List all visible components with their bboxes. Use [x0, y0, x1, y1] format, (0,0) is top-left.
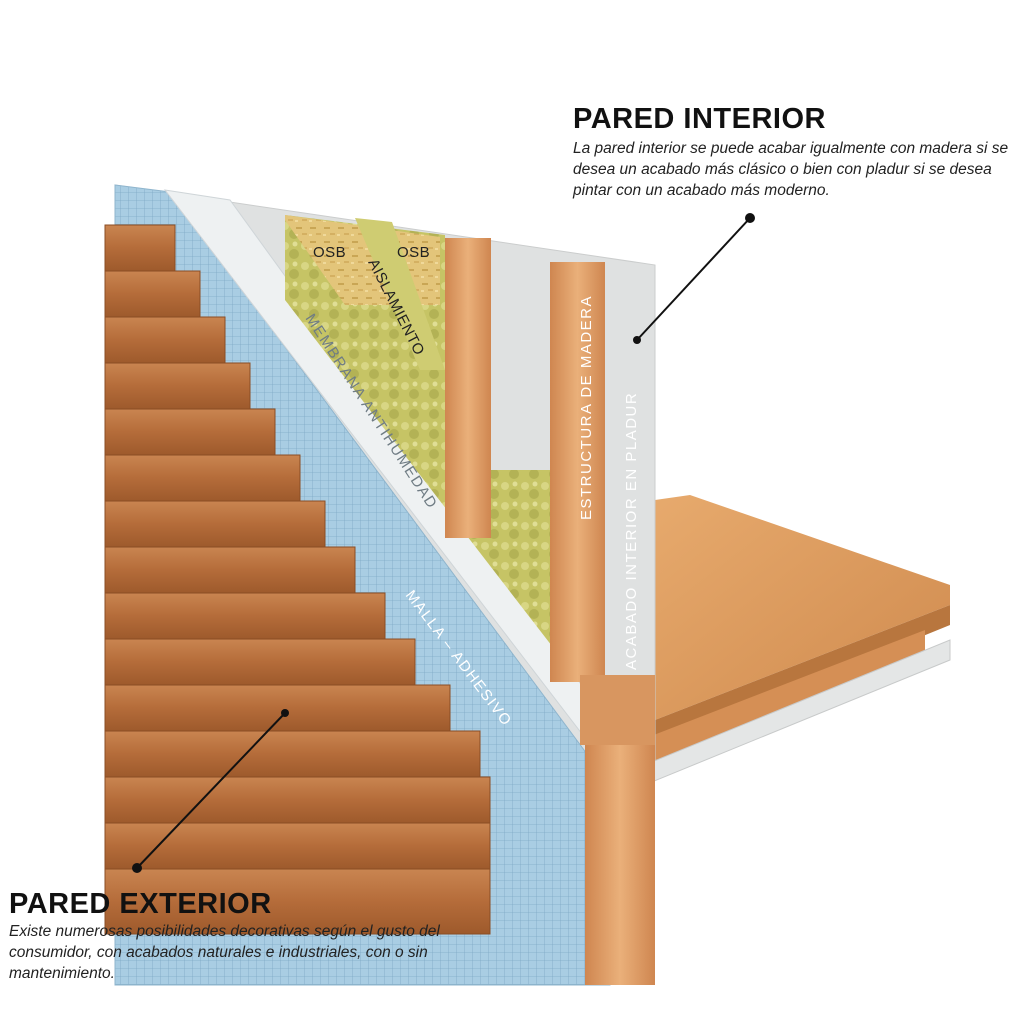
- exterior-callout-dot-top: [281, 709, 289, 717]
- interior-wall-title: PARED INTERIOR: [573, 103, 826, 135]
- osb-label-left: OSB: [313, 244, 346, 261]
- drywall-label: ACABADO INTERIOR EN PLADUR: [623, 392, 640, 670]
- exterior-wall-title: PARED EXTERIOR: [9, 888, 272, 920]
- exterior-wall-description: Existe numerosas posibilidades decorativ…: [9, 923, 440, 982]
- floor-beam: [620, 630, 925, 775]
- interior-callout-line: [636, 217, 751, 341]
- structure-label: ESTRUCTURA DE MADERA: [578, 295, 595, 520]
- wood-siding: [104, 224, 491, 935]
- exterior-callout-line: [136, 712, 286, 869]
- interior-callout-dot-top: [745, 213, 755, 223]
- wood-sill: [580, 675, 655, 745]
- exterior-callout-dot-bottom: [132, 863, 142, 873]
- interior-callout-dot-bottom: [633, 336, 641, 344]
- wood-stud-left: [445, 238, 491, 538]
- floor-panel: [655, 495, 950, 720]
- insulation-layer: [285, 215, 555, 650]
- interior-wall-description: La pared interior se puede acabar igualm…: [573, 140, 1009, 199]
- insulation-strip: [355, 218, 445, 370]
- wood-stud-right: [550, 262, 605, 682]
- osb-label-right: OSB: [397, 244, 430, 261]
